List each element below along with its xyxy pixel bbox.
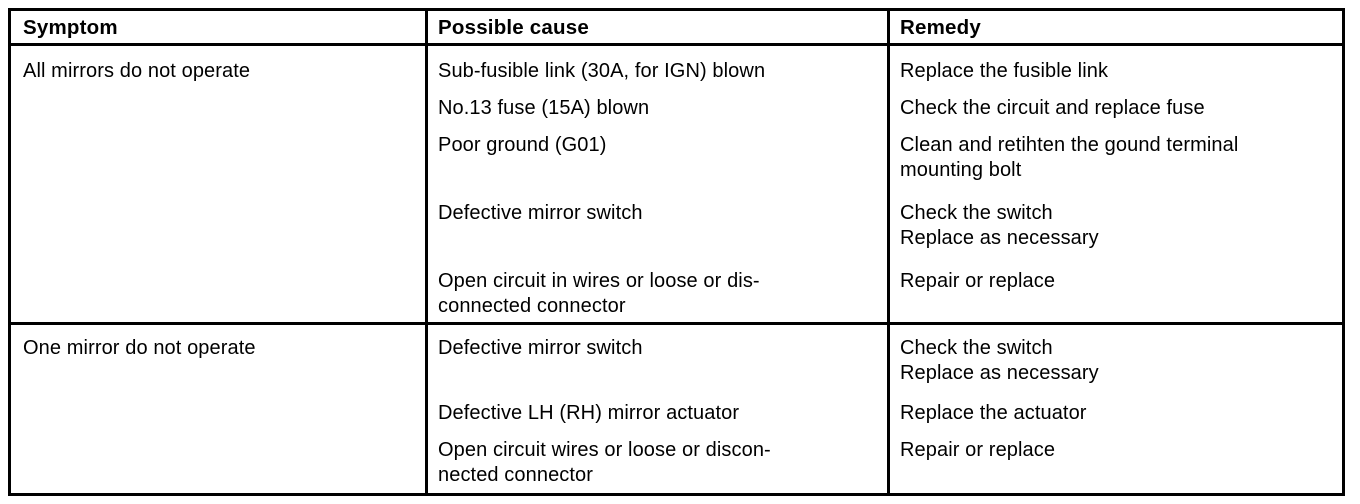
- table-grid: Symptom Possible cause Remedy All mirror…: [11, 11, 1342, 493]
- remedy-cell: Check the circuit and replace fuse: [900, 97, 1205, 119]
- troubleshooting-table: Symptom Possible cause Remedy All mirror…: [8, 8, 1345, 496]
- column-header-remedy: Remedy: [900, 16, 981, 39]
- cause-cell: Defective LH (RH) mirror actuator: [438, 402, 740, 424]
- remedy-cell: Replace the actuator: [900, 402, 1087, 424]
- remedy-cell: Check the switch Replace as necessary: [900, 202, 1099, 249]
- column-header-possible-cause: Possible cause: [438, 16, 589, 39]
- header-separator: [11, 43, 1342, 46]
- cause-cell: Open circuit wires or loose or discon- n…: [438, 439, 771, 486]
- remedy-cell: Repair or replace: [900, 439, 1056, 461]
- remedy-cell: Clean and retihten the gound terminal mo…: [900, 134, 1239, 181]
- remedy-cell: Repair or replace: [900, 270, 1056, 292]
- cause-cell: Defective mirror switch: [438, 337, 643, 359]
- row-group-separator: [11, 322, 1342, 325]
- cause-cell: No.13 fuse (15A) blown: [438, 97, 650, 119]
- remedy-cell: Replace the fusible link: [900, 60, 1109, 82]
- cause-cell: Sub-fusible link (30A, for IGN) blown: [438, 60, 766, 82]
- cause-cell: Defective mirror switch: [438, 202, 643, 224]
- column-divider-cause-remedy: [887, 11, 890, 493]
- cause-cell: Open circuit in wires or loose or dis- c…: [438, 270, 760, 317]
- remedy-cell: Check the switch Replace as necessary: [900, 337, 1099, 384]
- cause-cell: Poor ground (G01): [438, 134, 607, 156]
- symptom-cell: One mirror do not operate: [23, 337, 256, 359]
- column-header-symptom: Symptom: [23, 16, 118, 39]
- symptom-cell: All mirrors do not operate: [23, 60, 251, 82]
- column-divider-symptom-cause: [425, 11, 428, 493]
